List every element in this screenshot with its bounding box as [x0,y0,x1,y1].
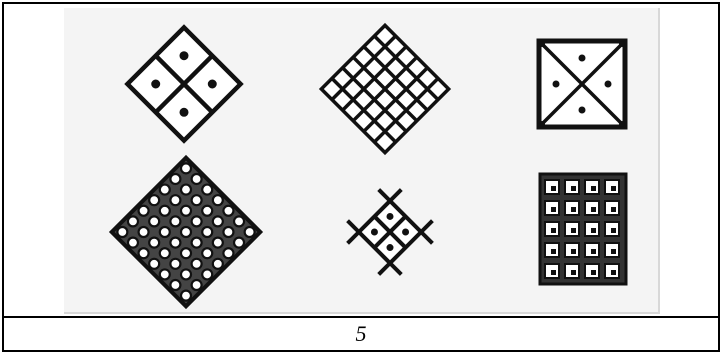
diamond-with-crossed-tails-icon [334,176,446,288]
figure-table: 5 [2,2,720,352]
pattern-picture-panel [64,8,660,314]
square-grid-of-small-squares-icon [538,172,628,286]
figure-label-cell: 5 [4,318,718,350]
square-with-diagonals-and-dots-icon [536,38,628,130]
dense-ringed-lattice-diamond-icon [106,154,266,310]
four-cell-diamond-with-dots-icon [124,24,244,144]
figure-image-cell [4,4,718,318]
large-lattice-diamond-icon [310,14,460,164]
figure-label: 5 [356,321,367,347]
